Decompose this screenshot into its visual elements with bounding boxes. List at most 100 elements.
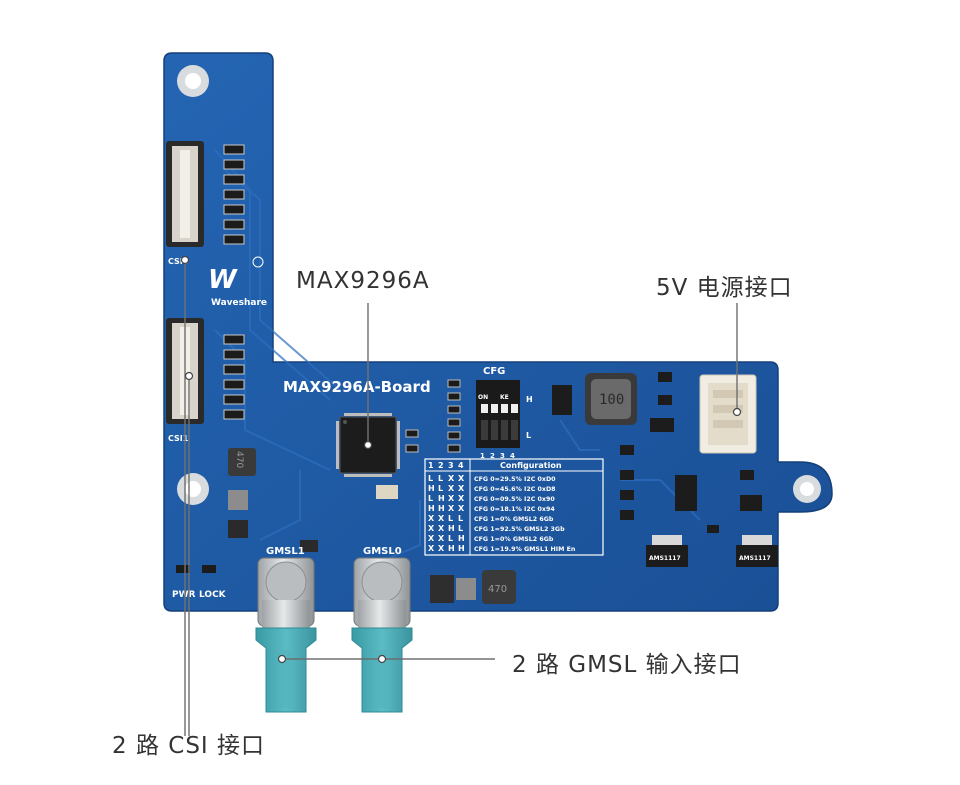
regulator-1: AMS1117 [646,535,688,567]
svg-text:AMS1117: AMS1117 [739,555,771,562]
svg-text:1: 1 [480,452,485,460]
cfg-label: CFG [483,366,505,377]
cfg-cell-switch: H [448,524,455,533]
cfg-cell-switch: X [428,514,435,523]
cfg-cell-switch: X [448,504,455,513]
cfg-col-3: 3 [448,461,454,470]
cfg-cell-switch: X [428,544,435,553]
cfg-cell-switch: H [438,494,445,503]
cfg-cell-description: CFG 1=92.5% GMSL2 3Gb [474,526,565,533]
pwr-label: PWR [172,590,196,600]
cfg-cell-switch: X [448,494,455,503]
regulator-2: AMS1117 [736,535,778,567]
pcb-board [163,52,833,612]
svg-text:100: 100 [599,392,624,408]
resistor-array-top [223,144,245,245]
svg-text:L: L [526,431,531,440]
svg-text:AMS1117: AMS1117 [649,555,681,562]
passive [300,540,318,552]
cfg-col-2: 2 [438,461,444,470]
capacitor [228,490,248,510]
cfg-cell-switch: X [458,494,465,503]
cfg-cell-switch: X [458,474,465,483]
cfg-cell-switch: L [438,474,443,483]
callout-max9296a: MAX9296A [296,268,430,294]
cfg-cell-description: CFG 0=45.6% I2C 0xD8 [474,486,556,493]
cfg-cell-switch: X [438,524,445,533]
svg-text:4: 4 [510,452,515,460]
resistor-array-bottom [223,334,245,420]
inductor-470: 470 [228,448,256,476]
cfg-cell-switch: H [428,504,435,513]
svg-text:3: 3 [500,452,505,460]
cfg-cell-switch: X [428,534,435,543]
inductor-470-bottom: 470 [482,570,516,604]
csi-connector-0 [166,141,204,247]
cfg-col-1: 1 [428,461,434,470]
cfg-cell-description: CFG 0=09.5% I2C 0x90 [474,496,555,503]
board-name: MAX9296A-Board [283,378,431,396]
cfg-cell-switch: X [438,544,445,553]
cfg-cell-switch: L [428,474,433,483]
right-components [620,372,762,533]
svg-text:H: H [526,395,533,404]
svg-text:ON: ON [478,394,488,401]
cfg-cell-switch: H [448,544,455,553]
gmsl1-label: GMSL1 [266,546,305,557]
cfg-cell-switch: X [428,524,435,533]
cfg-cell-switch: X [448,474,455,483]
capacitor [430,575,454,603]
svg-text:KE: KE [500,394,509,401]
gmsl0-connector [351,557,413,713]
cfg-cell-switch: X [448,484,455,493]
cfg-cell-switch: X [458,484,465,493]
cfg-dip-switch: ON KE [476,380,520,448]
cfg-col-4: 4 [458,461,464,470]
cfg-cell-switch: L [428,494,433,503]
cfg-cell-switch: H [428,484,435,493]
power-connector-5v [699,374,757,454]
cfg-cell-switch: L [448,514,453,523]
cfg-cell-switch: L [458,524,463,533]
led-pwr [176,565,190,573]
cfg-cell-switch: L [448,534,453,543]
crystal [376,485,398,499]
gmsl1-connector [255,557,317,713]
power-inductor: 100 [585,373,637,425]
brand-text: Waveshare [211,298,267,308]
capacitor [228,520,248,538]
svg-text:2: 2 [490,452,495,460]
cfg-col-configuration: Configuration [500,461,562,470]
svg-text:470: 470 [234,451,244,468]
cfg-cell-description: CFG 1=0% GMSL2 6Gb [474,516,554,523]
cfg-cell-switch: H [458,544,465,553]
diode [552,385,572,415]
cfg-cell-switch: H [458,534,465,543]
cfg-cell-switch: H [438,504,445,513]
cfg-cell-switch: L [458,514,463,523]
cfg-cell-switch: L [438,484,443,493]
gmsl0-label: GMSL0 [363,546,402,557]
cfg-cell-description: CFG 1=0% GMSL2 6Gb [474,536,554,543]
cfg-cell-switch: X [438,534,445,543]
cfg-cell-switch: X [458,504,465,513]
svg-text:W: W [208,265,238,295]
cfg-cell-description: CFG 0=29.5% I2C 0xD0 [474,476,556,483]
csi1-label: CSI1 [168,434,189,443]
svg-text:470: 470 [488,584,507,595]
callout-5v-power: 5V 电源接口 [656,275,793,301]
lock-label: LOCK [199,590,227,600]
callout-gmsl-input: 2 路 GMSL 输入接口 [512,652,742,678]
callout-csi-interface: 2 路 CSI 接口 [112,733,266,759]
cfg-cell-description: CFG 1=19.9% GMSL1 HIM En [474,546,575,553]
waveshare-logo: W Waveshare [208,256,267,308]
diode [456,578,476,600]
cfg-cell-switch: X [438,514,445,523]
csi0-label: CSI0 [168,257,189,266]
leader-endpoints [180,255,742,664]
led-lock [202,565,216,573]
passive-column [405,379,461,453]
cfg-cell-description: CFG 0=18.1% I2C 0x94 [474,506,555,513]
